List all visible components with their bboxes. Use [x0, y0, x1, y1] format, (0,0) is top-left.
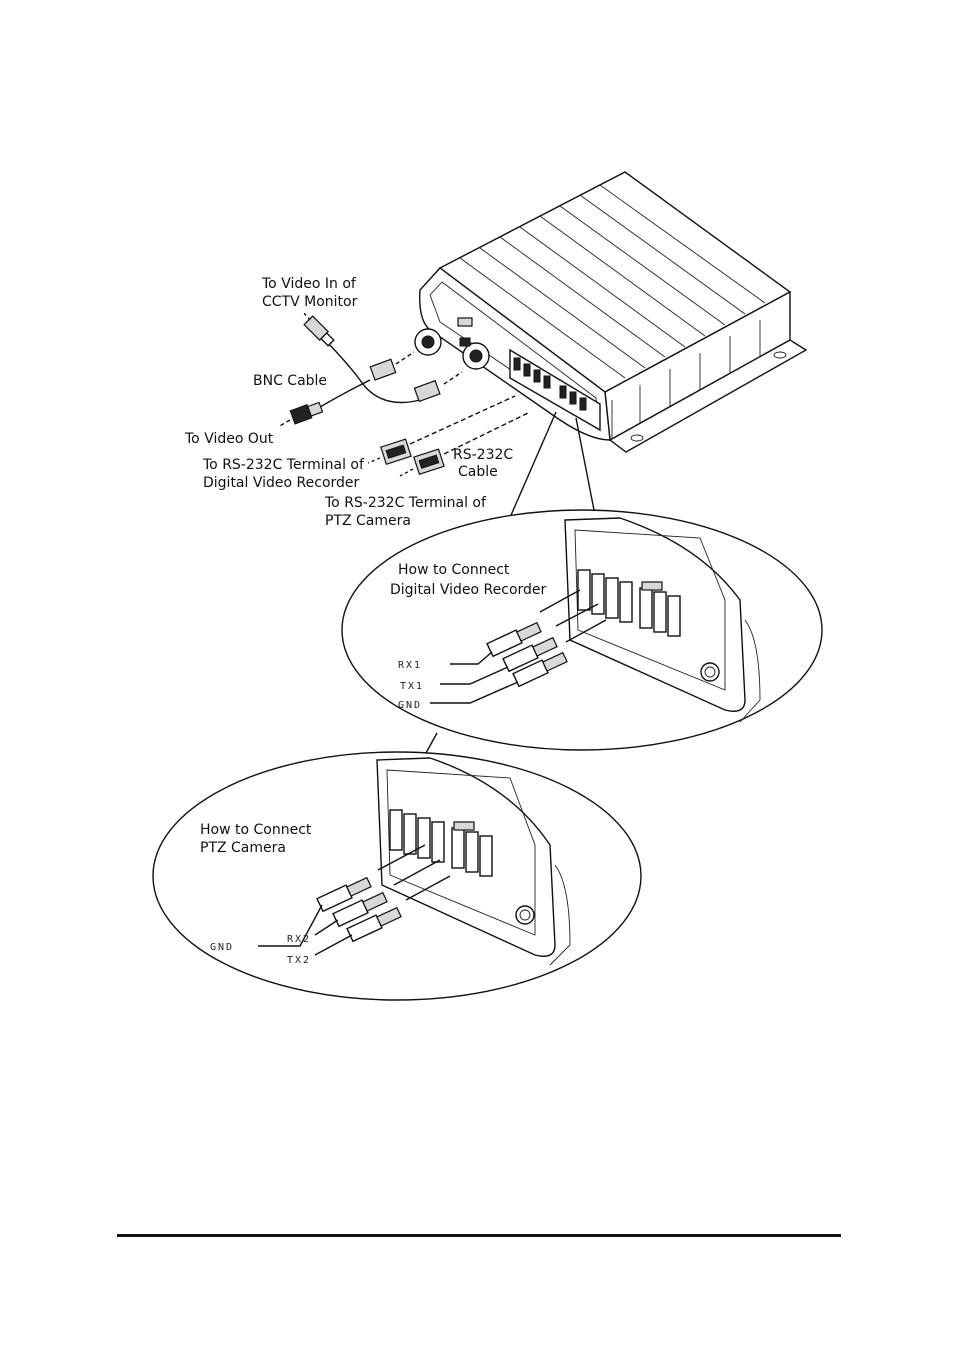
footer-rule	[117, 1234, 841, 1237]
ptz-detail-title-line2: PTZ Camera	[200, 840, 286, 856]
converter-device	[415, 172, 806, 452]
zoom-line-lower	[426, 733, 437, 753]
label-video-in-line2: CCTV Monitor	[262, 294, 358, 310]
label-ptz-terminal-line1: To RS-232C Terminal of	[324, 495, 487, 511]
ptz-detail-title-line1: How to Connect	[200, 822, 312, 838]
dvr-detail-title-line1: How to Connect	[398, 562, 510, 578]
ptz-wire-label-tx2: TX2	[287, 955, 311, 966]
dvr-detail-title-line2: Digital Video Recorder	[390, 582, 547, 598]
ptz-wire-label-rx2: RX2	[287, 934, 311, 945]
dvr-detail	[342, 510, 822, 750]
dvr-wire-label-gnd: GND	[398, 700, 422, 711]
ptz-wire-label-gnd: GND	[210, 942, 234, 953]
label-ptz-terminal-line2: PTZ Camera	[325, 513, 411, 529]
label-rs232-cable-line2: Cable	[458, 464, 498, 480]
label-dvr-terminal-line2: Digital Video Recorder	[203, 475, 360, 491]
label-rs232-cable-line1: RS-232C	[453, 447, 513, 463]
dvr-wire-label-tx1: TX1	[400, 681, 424, 692]
label-video-out: To Video Out	[184, 431, 274, 447]
label-bnc-cable: BNC Cable	[253, 373, 327, 389]
ptz-detail	[153, 752, 641, 1000]
dvr-wire-label-rx1: RX1	[398, 660, 422, 671]
rs232-cables	[368, 396, 530, 476]
label-dvr-terminal-line1: To RS-232C Terminal of	[202, 457, 365, 473]
label-video-in-line1: To Video In of	[261, 276, 357, 292]
